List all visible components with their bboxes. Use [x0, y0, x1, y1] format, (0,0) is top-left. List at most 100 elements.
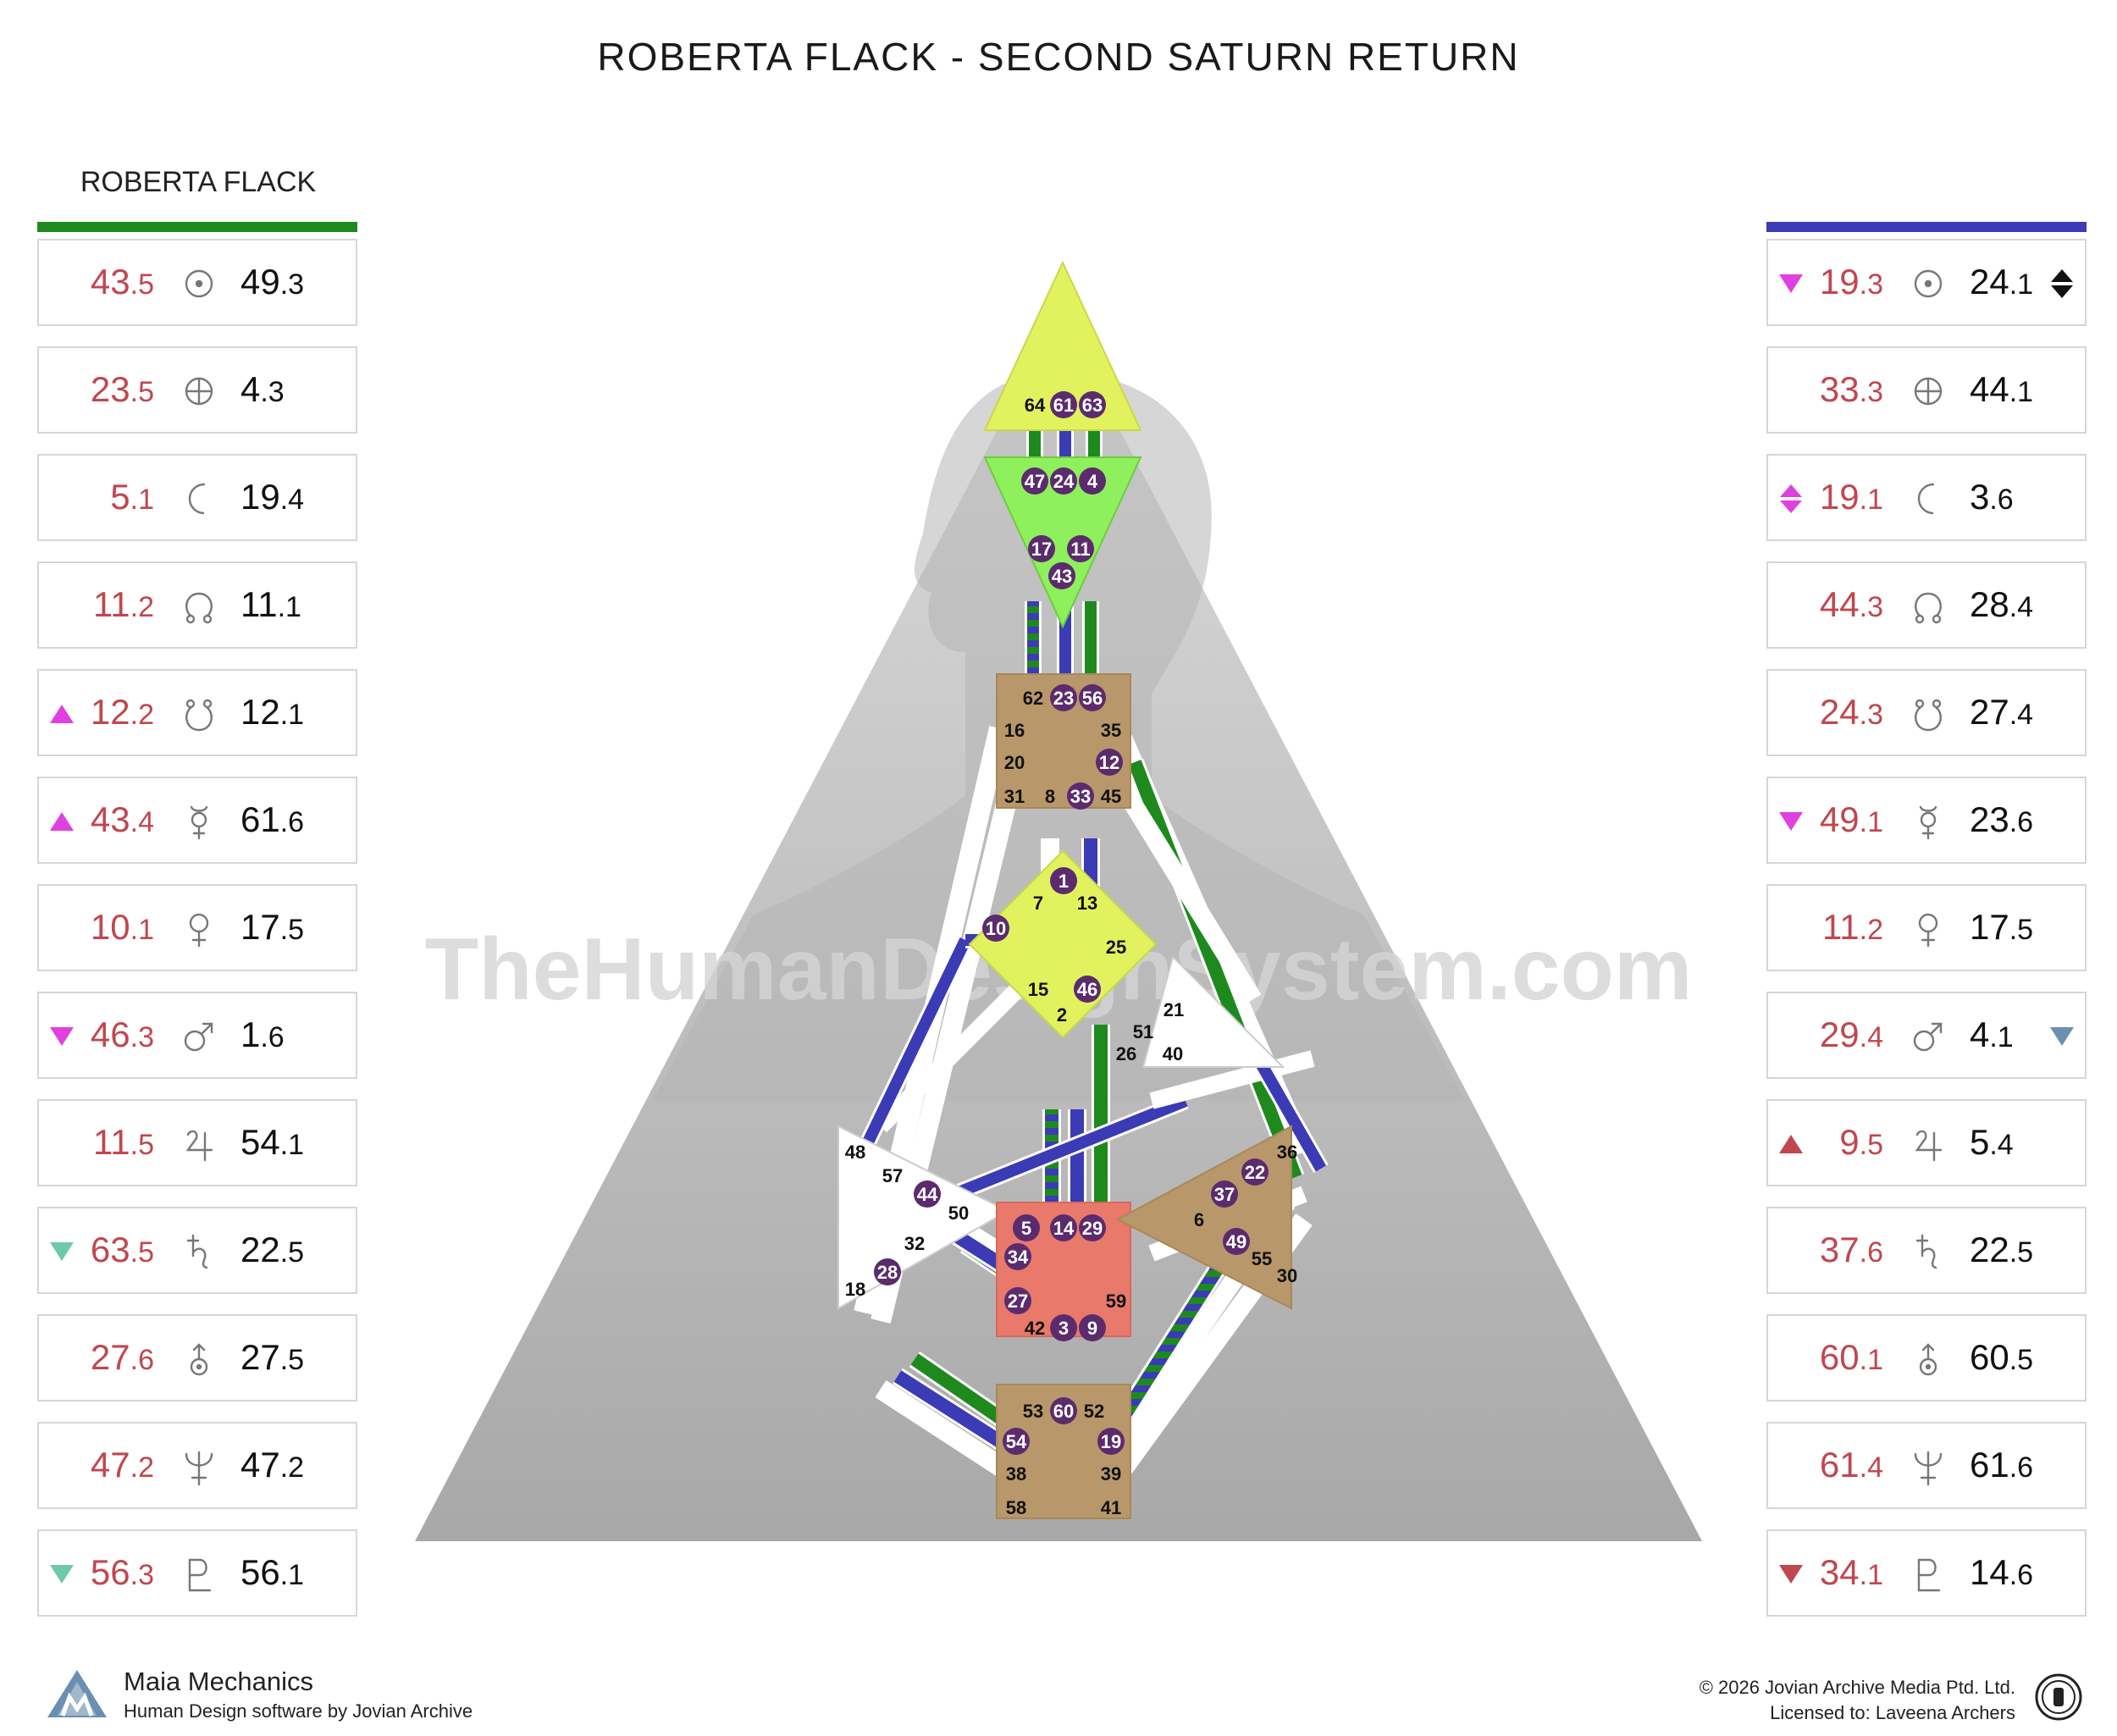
- venus-icon: [189, 913, 209, 948]
- gate-line-left: 43.5: [91, 261, 154, 306]
- fixing-updown-arrow-icon: [1780, 484, 1802, 513]
- line-number: .2: [130, 1451, 154, 1484]
- gate-number: 43: [90, 799, 130, 839]
- gate-label: 8: [1045, 786, 1055, 807]
- gate-label: 1: [1058, 871, 1069, 892]
- line-number: .6: [1859, 1236, 1883, 1269]
- gate-activation-dot: [1079, 1214, 1106, 1241]
- gate-label: 56: [1082, 688, 1103, 709]
- g-center: [968, 849, 1158, 1039]
- gate-number: 49: [240, 262, 280, 301]
- line-number: .1: [1859, 806, 1883, 838]
- line-number: .2: [130, 699, 154, 731]
- line-number: .1: [2009, 268, 2034, 301]
- line-number: .1: [1859, 1559, 1883, 1591]
- line-number: .5: [130, 1129, 154, 1161]
- gate-number: 47: [240, 1445, 280, 1484]
- gate-line-left: 46.3: [91, 1014, 154, 1059]
- gate-label: 5: [1021, 1218, 1031, 1239]
- gate-label: 38: [1006, 1463, 1026, 1484]
- earth-icon: [1914, 377, 1943, 406]
- channel-44-26: [920, 1095, 1188, 1213]
- line-number: .3: [1859, 699, 1883, 731]
- line-number: .4: [1859, 1021, 1883, 1053]
- gate-number: 24: [1970, 262, 2009, 301]
- fixing-up-arrow-icon: [50, 812, 74, 831]
- line-number: .6: [2009, 806, 2034, 838]
- north-node-icon: [1915, 592, 1942, 624]
- gate-number: 37: [1819, 1230, 1860, 1269]
- gate-line-left: 29.4: [1820, 1014, 1883, 1059]
- line-number: .5: [130, 268, 154, 301]
- line-number: .4: [2009, 699, 2034, 731]
- gate-label: 6: [1194, 1209, 1204, 1230]
- ego-center: [1141, 955, 1285, 1068]
- gate-line-left: 33.3: [1820, 368, 1883, 413]
- fixing-down-arrow-icon: [50, 1565, 74, 1584]
- line-number: .3: [1859, 591, 1883, 623]
- gate-label: 13: [1077, 893, 1097, 914]
- gate-number: 61: [240, 799, 280, 839]
- gate-activation-dot: [1021, 467, 1048, 495]
- gate-number: 22: [240, 1230, 280, 1269]
- gate-number: 22: [1970, 1230, 2009, 1269]
- gate-label: 47: [1025, 471, 1045, 492]
- gate-label: 50: [948, 1202, 969, 1224]
- gate-number: 4: [240, 369, 261, 409]
- line-number: .1: [130, 484, 154, 516]
- gate-label: 14: [1053, 1218, 1075, 1239]
- line-number: .1: [130, 914, 154, 946]
- design-row: 43.5 49.3: [37, 239, 357, 326]
- earth-icon: [185, 377, 213, 406]
- copyright-text: © 2026 Jovian Archive Media Ptd. Ltd.: [1699, 1677, 2015, 1698]
- personality-row: 19.3 24.1: [1766, 239, 2087, 326]
- uranus-icon: [190, 1343, 208, 1376]
- saturn-icon: [1915, 1234, 1937, 1269]
- gate-label: 44: [917, 1184, 938, 1205]
- gate-activation-dot: [1067, 535, 1094, 562]
- gate-line-right: 4.1: [1970, 1014, 2014, 1059]
- gate-label: 48: [845, 1142, 865, 1163]
- line-number: .4: [1859, 1451, 1883, 1484]
- channel-45-21: [1112, 775, 1259, 1003]
- line-number: .3: [279, 268, 305, 301]
- south-node-icon: [185, 699, 213, 732]
- gate-number: 23: [1970, 799, 2009, 839]
- gate-line-right: 24.1: [1970, 261, 2033, 306]
- gate-label: 21: [1164, 999, 1184, 1020]
- gate-line-left: 19.3: [1820, 261, 1883, 306]
- gate-number: 33: [1819, 369, 1860, 409]
- gate-label: 40: [1163, 1043, 1183, 1064]
- gate-label: 11: [1070, 539, 1090, 560]
- line-number: .5: [130, 376, 154, 408]
- gate-label: 18: [845, 1279, 865, 1300]
- gate-label: 27: [1008, 1291, 1028, 1312]
- gate-number: 1: [240, 1015, 261, 1054]
- pluto-icon: [1917, 1558, 1941, 1592]
- gate-label: 64: [1025, 395, 1046, 416]
- line-number: .5: [1859, 1129, 1883, 1161]
- line-number: .1: [279, 1129, 305, 1161]
- gate-label: 16: [1004, 720, 1025, 741]
- gate-line-left: 23.5: [91, 368, 154, 413]
- gate-number: 61: [1819, 1445, 1860, 1484]
- gate-line-left: 9.5: [1839, 1121, 1883, 1166]
- gate-line-right: 1.6: [240, 1014, 285, 1059]
- gate-label: 58: [1006, 1497, 1026, 1518]
- gate-number: 63: [90, 1230, 130, 1269]
- line-number: .3: [130, 1021, 154, 1053]
- gate-number: 44: [1970, 369, 2009, 409]
- gate-number: 27: [240, 1337, 280, 1377]
- gate-line-right: 22.5: [240, 1229, 304, 1274]
